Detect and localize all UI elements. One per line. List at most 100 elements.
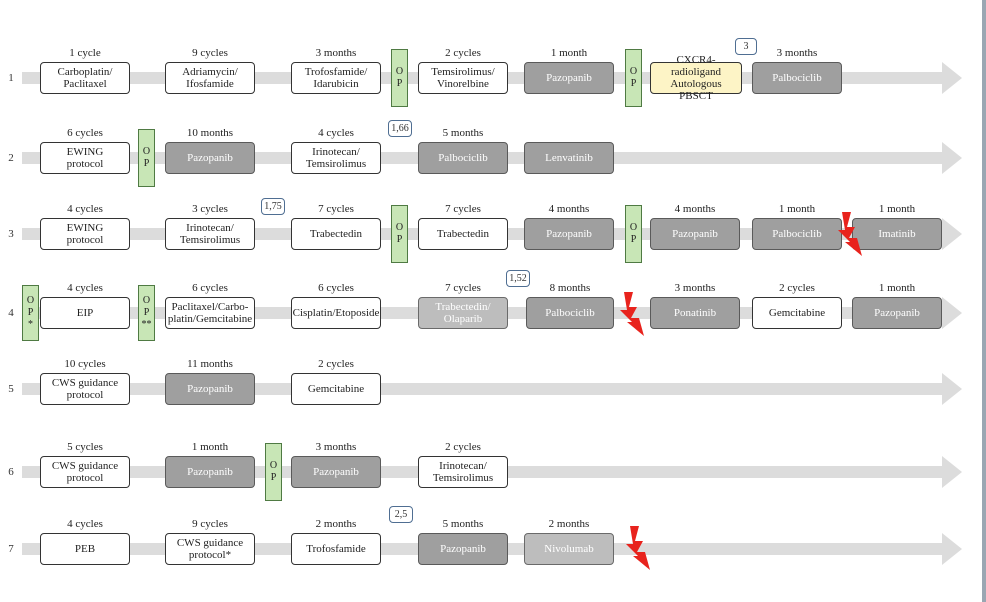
treatment-duration: 10 cycles <box>64 358 106 370</box>
treatment-duration: 1 month <box>191 441 229 453</box>
treatment-duration: 1 month <box>778 203 816 215</box>
treatment-duration: 6 cycles <box>318 282 354 294</box>
treatment-duration: 2 months <box>548 518 590 530</box>
treatment-duration: 1 month <box>878 203 916 215</box>
treatment-duration: 1 cycle <box>69 47 101 59</box>
treatment-duration: 4 cycles <box>67 282 103 294</box>
row-number: 1 <box>8 72 14 84</box>
surgery-op-marker: O P <box>391 205 408 263</box>
treatment-box: Irinotecan/ Temsirolimus <box>291 142 381 174</box>
treatment-box: CWS guidance protocol <box>40 373 130 405</box>
surgery-op-marker: O P * <box>22 285 39 341</box>
row-number: 2 <box>8 152 14 164</box>
treatment-duration: 2 cycles <box>445 441 481 453</box>
treatment-box: Carboplatin/ Paclitaxel <box>40 62 130 94</box>
treatment-box: Lenvatinib <box>524 142 614 174</box>
treatment-duration: 10 months <box>186 127 234 139</box>
treatment-box: Irinotecan/ Temsirolimus <box>418 456 508 488</box>
treatment-box: Palbociclib <box>526 297 614 329</box>
treatment-duration: 3 months <box>776 47 818 59</box>
treatment-box: Pazopanib <box>165 373 255 405</box>
treatment-box: Cisplatin/Etoposide <box>291 297 381 329</box>
treatment-box: Trofosfamide/ Idarubicin <box>291 62 381 94</box>
row-number: 7 <box>8 543 14 555</box>
treatment-box: Pazopanib <box>165 142 255 174</box>
treatment-box: PEB <box>40 533 130 565</box>
response-badge: 2,5 <box>389 506 413 523</box>
treatment-box: Irinotecan/ Temsirolimus <box>165 218 255 250</box>
treatment-box: Pazopanib <box>852 297 942 329</box>
treatment-duration: 1 month <box>878 282 916 294</box>
row-number: 6 <box>8 466 14 478</box>
treatment-duration: 6 cycles <box>192 282 228 294</box>
treatment-box: Pazopanib <box>418 533 508 565</box>
treatment-box: Pazopanib <box>291 456 381 488</box>
treatment-box: Pazopanib <box>165 456 255 488</box>
treatment-box: CWS guidance protocol* <box>165 533 255 565</box>
row-number: 5 <box>8 383 14 395</box>
treatment-box: Gemcitabine <box>291 373 381 405</box>
treatment-box: Palbociclib <box>752 62 842 94</box>
arrow-head-icon <box>942 533 962 565</box>
treatment-box: Trabectedin <box>418 218 508 250</box>
arrow-head-icon <box>942 142 962 174</box>
treatment-duration: 3 months <box>674 282 716 294</box>
treatment-box: EWING protocol <box>40 218 130 250</box>
treatment-duration: 3 months <box>315 441 357 453</box>
arrow-head-icon <box>942 297 962 329</box>
treatment-box: Imatinib <box>852 218 942 250</box>
treatment-duration: 4 cycles <box>67 518 103 530</box>
treatment-duration: 2 cycles <box>445 47 481 59</box>
treatment-box: Palbociclib <box>418 142 508 174</box>
lightning-bolt-icon <box>620 292 644 336</box>
row-number: 4 <box>8 307 14 319</box>
treatment-duration: 2 cycles <box>318 358 354 370</box>
timeline-arrow-row-5 <box>22 383 942 395</box>
arrow-head-icon <box>942 373 962 405</box>
response-badge: 1,66 <box>388 120 412 137</box>
treatment-duration: 5 months <box>442 518 484 530</box>
treatment-duration: 7 cycles <box>445 282 481 294</box>
treatment-box: Pazopanib <box>650 218 740 250</box>
row-number: 3 <box>8 228 14 240</box>
treatment-duration: 11 months <box>187 358 233 370</box>
treatment-duration: 7 cycles <box>318 203 354 215</box>
response-badge: 3 <box>735 38 757 55</box>
treatment-box: Nivolumab <box>524 533 614 565</box>
lightning-bolt-icon <box>838 212 862 256</box>
treatment-box: Pazopanib <box>524 62 614 94</box>
treatment-duration: 8 months <box>549 282 591 294</box>
treatment-duration: 5 months <box>442 127 484 139</box>
treatment-duration: 4 months <box>674 203 716 215</box>
arrow-head-icon <box>942 218 962 250</box>
treatment-box: Temsirolimus/ Vinorelbine <box>418 62 508 94</box>
window-edge <box>982 0 986 602</box>
treatment-duration: 1 month <box>550 47 588 59</box>
surgery-op-marker: O P ** <box>138 285 155 341</box>
treatment-box: Adriamycin/ Ifosfamide <box>165 62 255 94</box>
surgery-op-marker: O P <box>625 49 642 107</box>
treatment-box: Palbociclib <box>752 218 842 250</box>
treatment-box: EIP <box>40 297 130 329</box>
treatment-duration: 6 cycles <box>67 127 103 139</box>
treatment-box: Trabectedin/ Olaparib <box>418 297 508 329</box>
treatment-duration: 4 cycles <box>67 203 103 215</box>
response-badge: 1,75 <box>261 198 285 215</box>
treatment-box: Ponatinib <box>650 297 740 329</box>
lightning-bolt-icon <box>626 526 650 570</box>
treatment-duration: 4 cycles <box>318 127 354 139</box>
treatment-duration: 4 months <box>548 203 590 215</box>
arrow-head-icon <box>942 62 962 94</box>
treatment-duration: 2 months <box>315 518 357 530</box>
treatment-box: Paclitaxel/Carbo- platin/Gemcitabine <box>165 297 255 329</box>
treatment-duration: 2 cycles <box>779 282 815 294</box>
treatment-duration: 9 cycles <box>192 47 228 59</box>
treatment-duration: 3 cycles <box>192 203 228 215</box>
treatment-box: Pazopanib <box>524 218 614 250</box>
arrow-head-icon <box>942 456 962 488</box>
treatment-duration: 9 cycles <box>192 518 228 530</box>
response-badge: 1,52 <box>506 270 530 287</box>
treatment-box: CWS guidance protocol <box>40 456 130 488</box>
treatment-duration: 5 cycles <box>67 441 103 453</box>
